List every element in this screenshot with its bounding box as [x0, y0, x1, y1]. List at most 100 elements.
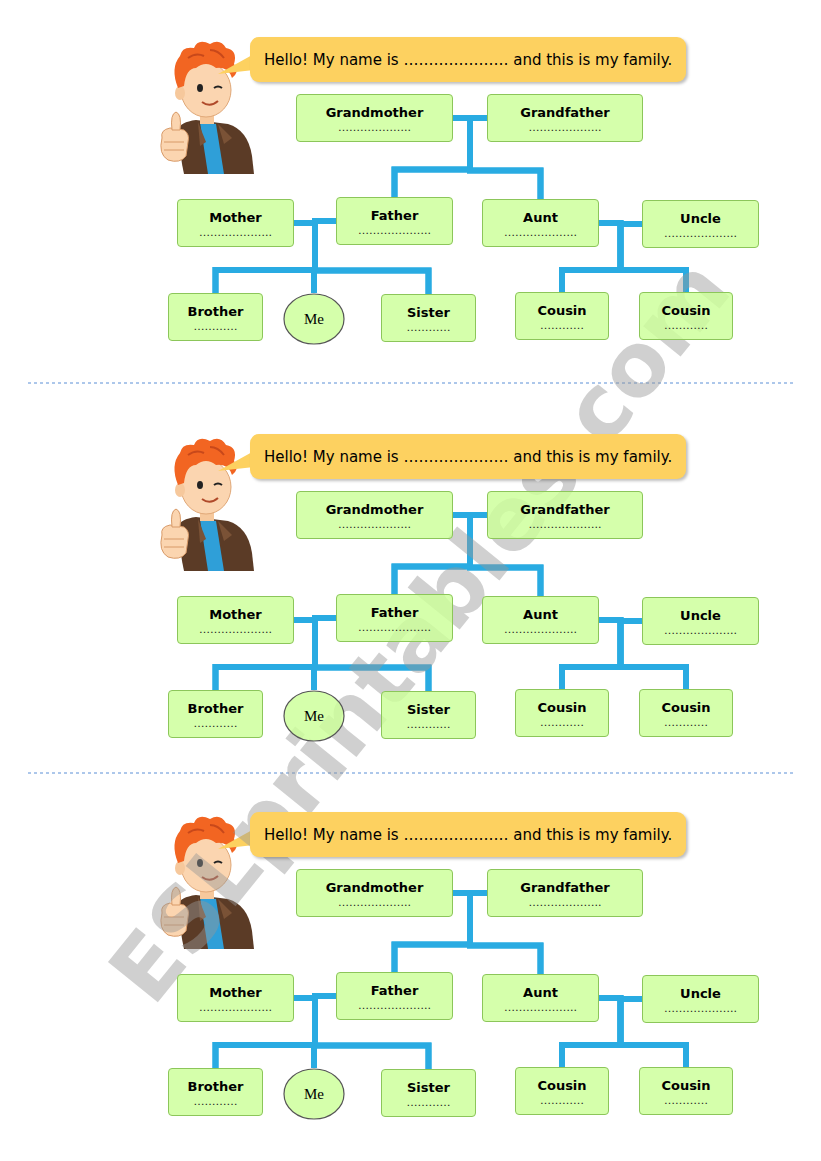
blank-line: ……………….. [358, 224, 431, 238]
member-label: Cousin [661, 699, 710, 716]
member-label: Uncle [680, 607, 721, 624]
family-box: Cousin………… [639, 1067, 733, 1115]
blank-line: ………… [194, 1095, 238, 1109]
member-label: Brother [188, 700, 244, 717]
blank-line: ………… [407, 1096, 451, 1110]
me-circle: Me [283, 1068, 345, 1120]
family-box: Aunt……………….. [482, 199, 599, 247]
bubble-tail [218, 451, 254, 471]
member-label: Grandmother [326, 501, 424, 518]
member-label: Cousin [537, 1077, 586, 1094]
family-box: Grandfather……………….. [487, 491, 643, 539]
blank-line: ……………….. [664, 624, 737, 638]
member-label: Me [304, 708, 324, 725]
greeting-text: Hello! My name is ………………… and this is my… [264, 51, 672, 69]
blank-line: ……………….. [529, 518, 602, 532]
member-label: Uncle [680, 210, 721, 227]
blank-line: ………… [407, 718, 451, 732]
member-label: Grandfather [520, 501, 610, 518]
family-box: Sister………… [381, 691, 476, 739]
family-box: Aunt……………….. [482, 974, 599, 1022]
blank-line: ………… [407, 321, 451, 335]
member-label: Sister [407, 701, 450, 718]
greeting-text: Hello! My name is ………………… and this is my… [264, 826, 672, 844]
blank-line: ………… [194, 320, 238, 334]
member-label: Father [371, 982, 419, 999]
member-label: Sister [407, 1079, 450, 1096]
member-label: Mother [209, 606, 262, 623]
blank-line: ………… [664, 319, 708, 333]
member-label: Father [371, 604, 419, 621]
blank-line: ……………….. [529, 121, 602, 135]
member-label: Sister [407, 304, 450, 321]
member-label: Me [304, 311, 324, 328]
member-label: Aunt [523, 984, 558, 1001]
family-box: Brother………… [168, 293, 263, 341]
blank-line: ……………….. [199, 623, 272, 637]
speech-bubble: Hello! My name is ………………… and this is my… [250, 812, 686, 857]
greeting-text: Hello! My name is ………………… and this is my… [264, 448, 672, 466]
family-box: Cousin………… [515, 689, 609, 737]
member-label: Grandfather [520, 104, 610, 121]
family-box: Grandmother……………….. [296, 94, 453, 142]
member-label: Grandmother [326, 879, 424, 896]
family-box: Brother………… [168, 1068, 263, 1116]
blank-line: ………… [664, 716, 708, 730]
family-box: Cousin………… [639, 689, 733, 737]
blank-line: ……………….. [338, 896, 411, 910]
family-box: Father……………….. [336, 594, 453, 642]
cut-line [28, 773, 796, 774]
family-box: Grandmother……………….. [296, 869, 453, 917]
boy-illustration [161, 42, 254, 174]
blank-line: ……………….. [504, 623, 577, 637]
blank-line: ……………….. [664, 227, 737, 241]
blank-line: ………… [664, 1094, 708, 1108]
family-box: Cousin………… [515, 292, 609, 340]
member-label: Aunt [523, 209, 558, 226]
blank-line: ……………….. [358, 621, 431, 635]
member-label: Cousin [661, 1077, 710, 1094]
blank-line: ……………….. [664, 1002, 737, 1016]
blank-line: ………… [540, 319, 584, 333]
family-box: Aunt……………….. [482, 596, 599, 644]
family-box: Sister………… [381, 294, 476, 342]
member-label: Brother [188, 303, 244, 320]
me-circle: Me [283, 293, 345, 345]
family-box: Grandmother……………….. [296, 491, 453, 539]
family-box: Mother……………….. [177, 974, 294, 1022]
family-box: Brother………… [168, 690, 263, 738]
member-label: Cousin [661, 302, 710, 319]
me-circle: Me [283, 690, 345, 742]
bubble-tail [218, 54, 254, 74]
family-box: Grandfather……………….. [487, 94, 643, 142]
family-box: Grandfather……………….. [487, 869, 643, 917]
family-box: Mother……………….. [177, 199, 294, 247]
family-box: Uncle……………….. [642, 597, 759, 645]
member-label: Father [371, 207, 419, 224]
member-label: Cousin [537, 302, 586, 319]
blank-line: ……………….. [504, 226, 577, 240]
member-label: Aunt [523, 606, 558, 623]
family-box: Cousin………… [639, 292, 733, 340]
family-box: Mother……………….. [177, 596, 294, 644]
family-box: Uncle……………….. [642, 975, 759, 1023]
boy-illustration [161, 439, 254, 571]
blank-line: ……………….. [199, 1001, 272, 1015]
blank-line: ……………….. [358, 999, 431, 1013]
speech-bubble: Hello! My name is ………………… and this is my… [250, 37, 686, 82]
member-label: Grandmother [326, 104, 424, 121]
blank-line: ……………….. [338, 518, 411, 532]
member-label: Me [304, 1086, 324, 1103]
blank-line: ………… [540, 1094, 584, 1108]
member-label: Cousin [537, 699, 586, 716]
family-box: Father……………….. [336, 972, 453, 1020]
blank-line: ……………….. [338, 121, 411, 135]
member-label: Mother [209, 209, 262, 226]
blank-line: ……………….. [199, 226, 272, 240]
family-box: Father……………….. [336, 197, 453, 245]
blank-line: ……………….. [529, 896, 602, 910]
family-box: Cousin………… [515, 1067, 609, 1115]
member-label: Brother [188, 1078, 244, 1095]
blank-line: ………… [194, 717, 238, 731]
family-box: Sister………… [381, 1069, 476, 1117]
